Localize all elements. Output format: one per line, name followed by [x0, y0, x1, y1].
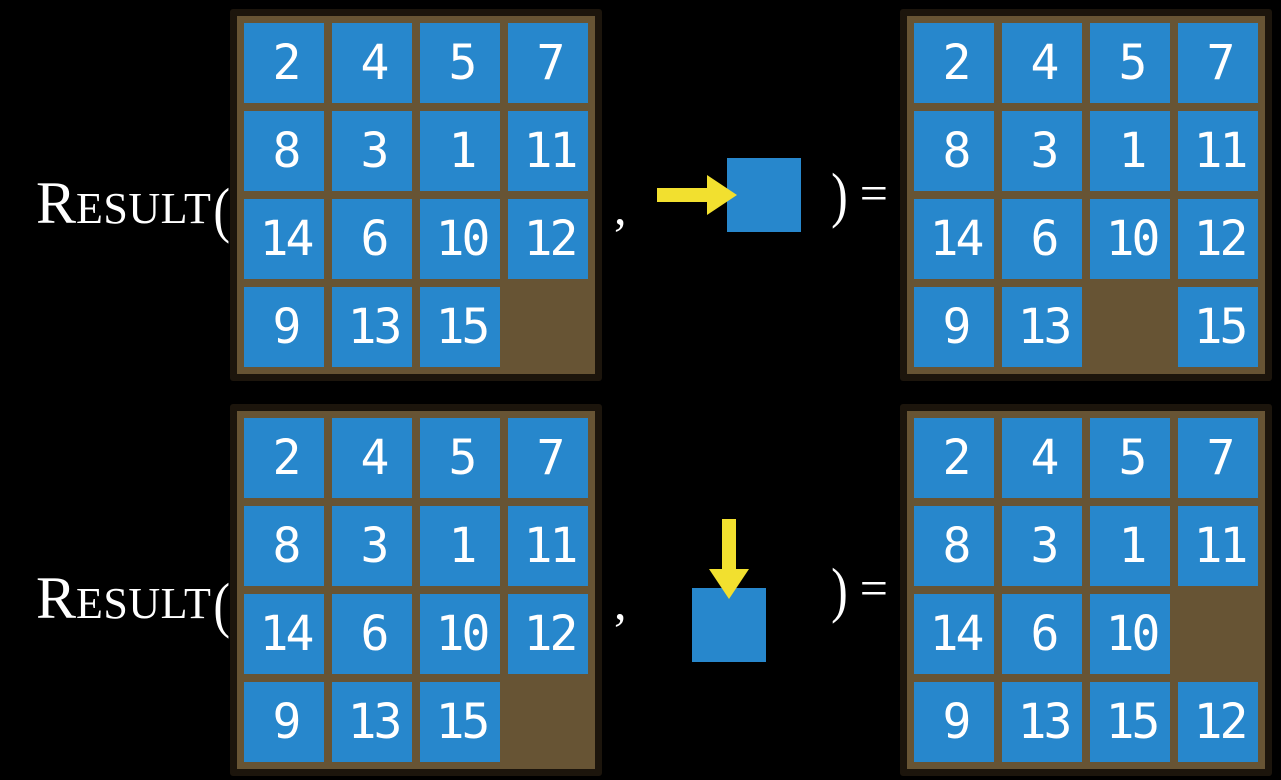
tile-6: 6 [332, 594, 412, 674]
moved-tile-square [691, 587, 766, 662]
tile-9: 9 [914, 682, 994, 762]
tile-15: 15 [1090, 682, 1170, 762]
tile-12: 12 [1178, 199, 1258, 279]
result-label-initial: R [35, 169, 76, 236]
tile-13: 13 [332, 682, 412, 762]
result-label-smallcaps: ESULT [76, 578, 212, 628]
tile-3: 3 [1002, 111, 1082, 191]
equals-sign: = [859, 560, 888, 616]
tile-7: 7 [508, 418, 588, 498]
tile-13: 13 [1002, 287, 1082, 367]
tile-9: 9 [244, 287, 324, 367]
close-paren-equals: ) = [831, 560, 888, 621]
empty-cell [1178, 594, 1258, 674]
tile-13: 13 [1002, 682, 1082, 762]
open-paren: ( [213, 175, 230, 244]
tile-1: 1 [420, 506, 500, 586]
tile-11: 11 [508, 506, 588, 586]
tile-14: 14 [914, 594, 994, 674]
tile-10: 10 [1090, 594, 1170, 674]
tile-15: 15 [420, 682, 500, 762]
tile-4: 4 [1002, 418, 1082, 498]
empty-cell [508, 682, 588, 762]
tile-7: 7 [1178, 23, 1258, 103]
tile-3: 3 [332, 506, 412, 586]
tile-10: 10 [420, 594, 500, 674]
tile-5: 5 [420, 418, 500, 498]
tile-2: 2 [914, 418, 994, 498]
tile-4: 4 [1002, 23, 1082, 103]
empty-cell [508, 287, 588, 367]
tile-11: 11 [508, 111, 588, 191]
tile-4: 4 [332, 23, 412, 103]
comma: , [614, 574, 627, 630]
tile-3: 3 [1002, 506, 1082, 586]
down-arrow-icon [708, 518, 749, 599]
comma: , [614, 179, 627, 235]
tile-9: 9 [914, 287, 994, 367]
tile-8: 8 [914, 111, 994, 191]
moved-tile-square [726, 158, 801, 232]
tile-8: 8 [914, 506, 994, 586]
tile-5: 5 [420, 23, 500, 103]
tile-2: 2 [244, 418, 324, 498]
action-section-move-down: , ) = [602, 400, 900, 780]
empty-cell [1090, 287, 1170, 367]
tile-5: 5 [1090, 418, 1170, 498]
tile-13: 13 [332, 287, 412, 367]
action-move-right [656, 158, 801, 232]
tile-1: 1 [1090, 506, 1170, 586]
tile-10: 10 [1090, 199, 1170, 279]
close-paren: ) [831, 160, 848, 230]
tile-6: 6 [1002, 594, 1082, 674]
tile-2: 2 [244, 23, 324, 103]
equals-sign: = [859, 165, 888, 221]
tile-15: 15 [1178, 287, 1258, 367]
tile-9: 9 [244, 682, 324, 762]
tile-8: 8 [244, 111, 324, 191]
tile-12: 12 [1178, 682, 1258, 762]
tile-10: 10 [420, 199, 500, 279]
result-label-smallcaps: ESULT [76, 183, 212, 233]
tile-3: 3 [332, 111, 412, 191]
open-paren: ( [213, 570, 230, 639]
tile-12: 12 [508, 594, 588, 674]
tile-8: 8 [244, 506, 324, 586]
tile-15: 15 [420, 287, 500, 367]
tile-1: 1 [420, 111, 500, 191]
result-function-label: RESULT( [0, 169, 230, 244]
result-label-initial: R [35, 564, 76, 631]
tile-7: 7 [1178, 418, 1258, 498]
tile-5: 5 [1090, 23, 1170, 103]
tile-2: 2 [914, 23, 994, 103]
tile-6: 6 [1002, 199, 1082, 279]
action-move-down [691, 518, 766, 662]
action-section-move-right: , ) = [602, 0, 900, 390]
tile-7: 7 [508, 23, 588, 103]
tile-4: 4 [332, 418, 412, 498]
tile-12: 12 [508, 199, 588, 279]
close-paren-equals: ) = [831, 165, 888, 226]
result-function-label: RESULT( [0, 564, 230, 639]
tile-14: 14 [914, 199, 994, 279]
tile-6: 6 [332, 199, 412, 279]
tile-11: 11 [1178, 111, 1258, 191]
right-arrow-icon [656, 175, 737, 215]
close-paren: ) [831, 555, 848, 625]
tile-11: 11 [1178, 506, 1258, 586]
tile-14: 14 [244, 594, 324, 674]
tile-1: 1 [1090, 111, 1170, 191]
tile-14: 14 [244, 199, 324, 279]
